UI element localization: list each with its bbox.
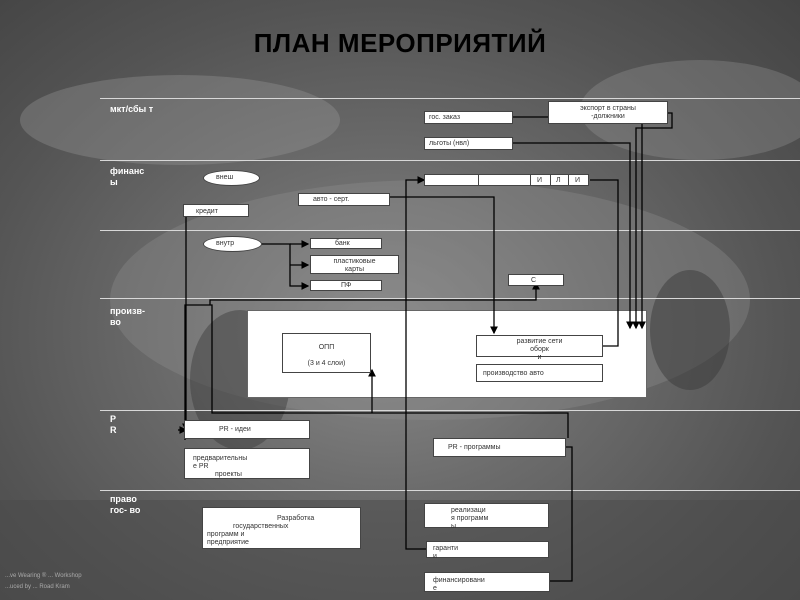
- node-razvitie-seti: развитие сети оборк и: [476, 335, 603, 361]
- row-divider: [100, 98, 800, 99]
- row-label-pr: P R: [110, 414, 117, 435]
- node-plast-karty: пластиковые карты: [310, 255, 399, 274]
- row-label-prod: произв- во: [110, 306, 145, 327]
- node-opp: ОПП (3 и 4 слои): [282, 333, 371, 373]
- row-divider: [100, 230, 800, 231]
- row-divider: [100, 160, 800, 161]
- node-pred-pr: предварительны е PR проекты: [184, 448, 310, 479]
- watermark-line1: ...ve Wearing ® ... Workshop: [5, 573, 82, 579]
- node-s: С: [508, 274, 564, 286]
- watermark-line2: ...uced by ... Road Kram: [5, 584, 70, 590]
- node-export: экспорт в страны -должники: [548, 101, 668, 124]
- node-financirovanie: финансировани е: [424, 572, 550, 592]
- node-pf: ПФ: [310, 280, 382, 291]
- node-vnesh: внеш: [203, 170, 260, 186]
- row-divider: [100, 298, 800, 299]
- node-avto-sert: авто - серт.: [298, 193, 390, 206]
- node-kredit: кредит: [183, 204, 249, 217]
- row-label-fin: финанс ы: [110, 166, 145, 187]
- strip-label-i: И: [537, 177, 543, 184]
- row-label-law: право гос- во: [110, 494, 141, 515]
- node-strip: И Л И: [424, 174, 589, 186]
- node-vnutr: внутр: [203, 236, 262, 252]
- row-divider: [100, 410, 800, 411]
- node-bank: банк: [310, 238, 382, 249]
- node-lgoty: льготы (нвл): [424, 137, 513, 150]
- node-realizaciya: реализаци я программ ы: [424, 503, 549, 530]
- row-label-mkt: мкт/сбы т: [110, 104, 154, 114]
- node-pr-idei: PR - идеи: [184, 420, 310, 439]
- node-gos-zakaz: гос. заказ: [424, 111, 513, 124]
- row-divider: [100, 490, 800, 491]
- node-razrabotka: Разработка государственных программ и пр…: [202, 507, 361, 549]
- strip-label-i2: И: [575, 177, 581, 184]
- node-pr-progr: PR - программы: [433, 438, 566, 457]
- slide-title: ПЛАН МЕРОПРИЯТИЙ: [253, 28, 547, 58]
- node-proizv-avto: производство авто: [476, 364, 603, 382]
- strip-label-l: Л: [556, 177, 561, 184]
- node-garantii: гаранти и: [426, 541, 549, 560]
